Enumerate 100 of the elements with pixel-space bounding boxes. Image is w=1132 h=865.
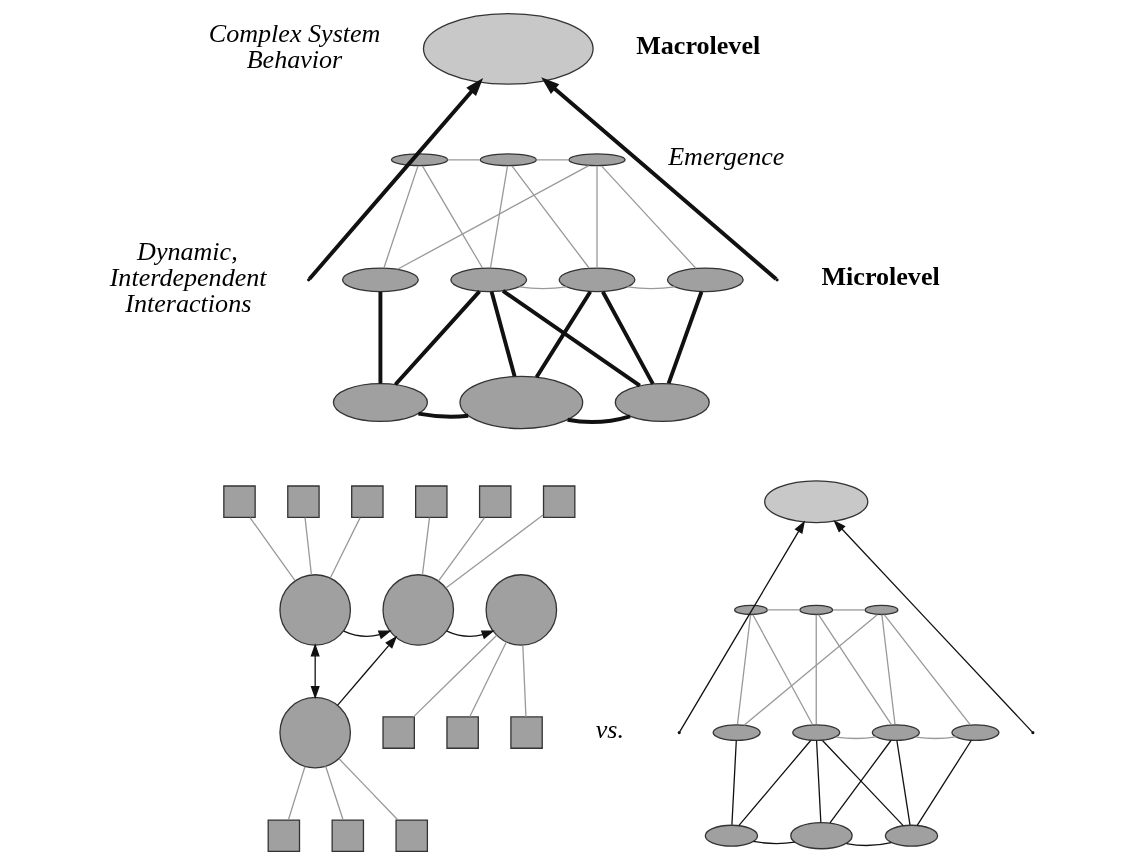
node-box (478, 485, 512, 518)
node-ellipse (449, 267, 527, 293)
node-ellipse (763, 480, 868, 524)
node-ellipse (704, 824, 758, 847)
node-box (267, 819, 300, 852)
connector (566, 414, 631, 424)
arrow (445, 630, 495, 640)
connector (883, 614, 971, 726)
connector (766, 609, 800, 611)
node-ellipse (332, 382, 428, 423)
connector (817, 614, 892, 726)
node-ellipse (864, 604, 898, 616)
label: Complex System Behavior (208, 19, 380, 75)
connector (329, 517, 361, 579)
connector (595, 165, 598, 269)
label: vs. (595, 714, 624, 744)
node-ellipse (390, 153, 448, 167)
connector (737, 739, 811, 827)
node-ellipse (567, 153, 626, 167)
connector (821, 739, 904, 827)
connector (446, 159, 480, 161)
connector (468, 641, 507, 718)
connector (831, 609, 865, 611)
node-ellipse (341, 267, 419, 293)
node-circle (278, 574, 351, 646)
node-ellipse (789, 822, 853, 850)
node-ellipse (614, 382, 710, 423)
node-ellipse (712, 724, 761, 742)
connector (377, 291, 382, 384)
node-ellipse (458, 375, 583, 430)
arrow (342, 630, 392, 640)
connector (324, 765, 344, 821)
connector (303, 517, 312, 576)
connector (535, 159, 569, 161)
connector (501, 289, 641, 388)
node-circle (278, 696, 351, 769)
arrow (307, 78, 483, 281)
node-box (381, 716, 415, 749)
node-box (222, 485, 256, 518)
arrow (678, 520, 805, 733)
connector (736, 614, 751, 725)
connector (828, 739, 892, 824)
node-box (445, 716, 479, 749)
node-circle (381, 574, 454, 646)
arrow (336, 635, 397, 706)
node-ellipse (422, 13, 594, 85)
node-box (414, 485, 448, 518)
connector (393, 290, 481, 386)
node-box (286, 485, 320, 518)
node-ellipse (950, 724, 1000, 742)
node-box (394, 819, 428, 852)
arrow (540, 77, 777, 281)
node-ellipse (666, 267, 744, 293)
connector (895, 739, 911, 826)
connector (815, 739, 821, 824)
node-ellipse (479, 153, 537, 167)
connector (287, 766, 306, 821)
connector (600, 290, 655, 385)
connector (600, 165, 697, 269)
label: Macrolevel (635, 31, 760, 61)
connector (916, 739, 972, 827)
node-ellipse (884, 824, 938, 847)
node-ellipse (871, 724, 920, 742)
connector (752, 840, 795, 845)
node-box (350, 485, 384, 518)
connector (742, 614, 878, 726)
arrow (310, 643, 320, 700)
connector (248, 517, 296, 582)
connector (417, 411, 468, 419)
node-circle (484, 574, 557, 646)
connector (396, 164, 589, 270)
node-ellipse (791, 724, 840, 742)
connector (437, 517, 485, 582)
connector (518, 286, 567, 290)
connector (845, 841, 892, 847)
connector (751, 614, 813, 725)
connector (521, 644, 527, 718)
node-ellipse (733, 604, 768, 616)
label: Microlevel (820, 262, 940, 292)
connector (510, 165, 590, 269)
label: Dynamic, Interdependent Interactions (109, 237, 267, 319)
node-ellipse (798, 604, 833, 616)
arrow (832, 519, 1033, 733)
node-box (542, 485, 575, 518)
connector (730, 739, 737, 826)
connector (421, 165, 483, 269)
connector (412, 634, 497, 718)
connector (444, 514, 544, 589)
node-box (331, 819, 364, 852)
connector (489, 165, 508, 269)
connector (382, 165, 419, 269)
connector (337, 758, 398, 821)
connector (815, 614, 817, 725)
connector (421, 517, 430, 576)
connector (880, 614, 896, 725)
node-box (509, 716, 543, 749)
connector (666, 291, 703, 385)
node-ellipse (558, 267, 635, 293)
connector (914, 736, 956, 740)
label: Emergence (667, 142, 784, 172)
